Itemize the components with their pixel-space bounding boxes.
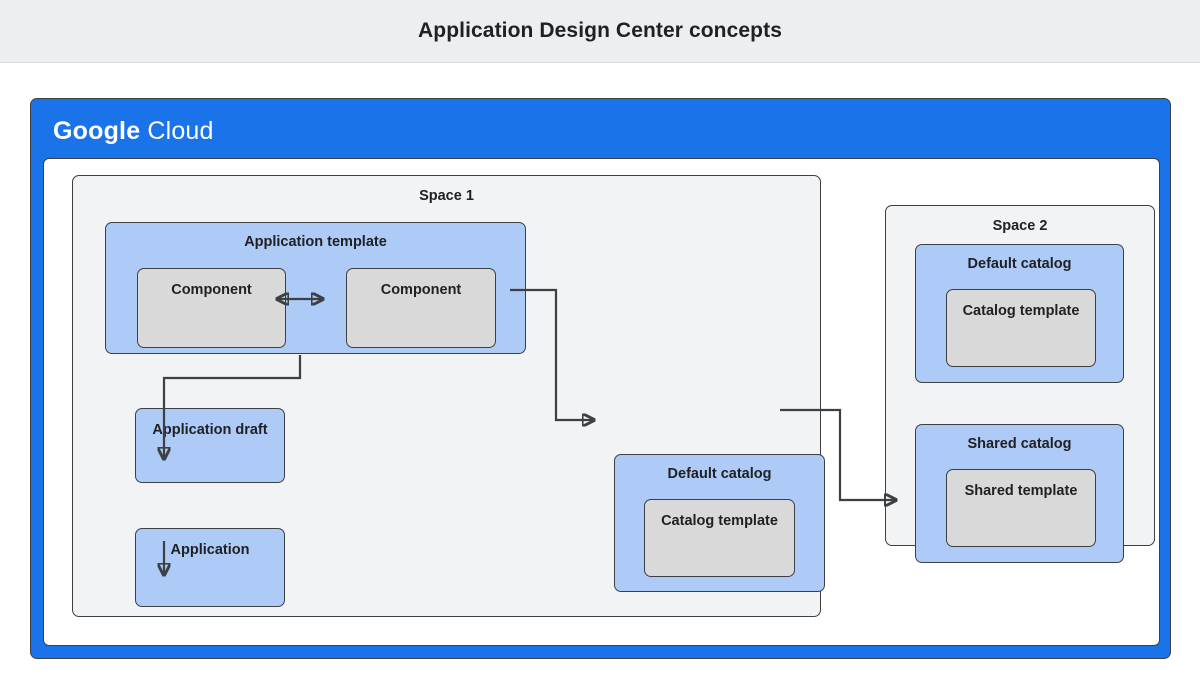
space-1-container: Space 1 Application template Component C… — [72, 175, 825, 617]
catalog-template-space-2-label: Catalog template — [962, 303, 1080, 319]
default-catalog-space-1-label: Default catalog — [667, 466, 772, 482]
title-bar: Application Design Center concepts — [0, 0, 1200, 63]
application-draft-label: Application draft — [152, 422, 268, 438]
space-1-label: Space 1 — [419, 188, 474, 204]
catalog-template-space-1-label: Catalog template — [661, 513, 778, 529]
application-template-label: Application template — [244, 234, 387, 250]
shared-catalog-box: Shared catalog Shared template — [915, 424, 1124, 563]
component-box-1: Component — [137, 268, 286, 348]
default-catalog-space-2-label: Default catalog — [967, 256, 1072, 272]
default-catalog-box-space-1: Default catalog Catalog template — [614, 454, 825, 592]
shared-template-label: Shared template — [964, 483, 1078, 499]
space-2-container: Space 2 Default catalog Catalog template… — [885, 205, 1155, 563]
application-draft-box: Application draft — [135, 408, 285, 483]
space-2-label: Space 2 — [992, 218, 1048, 234]
google-cloud-logo-cloud: Cloud — [147, 117, 214, 145]
application-template-box: Application template Component Component — [105, 222, 526, 354]
default-catalog-box-space-2: Default catalog Catalog template — [915, 244, 1124, 383]
google-cloud-inner-panel: Space 1 Application template Component C… — [43, 158, 1160, 646]
page-title: Application Design Center concepts — [418, 19, 782, 42]
shared-template-box: Shared template — [946, 469, 1096, 547]
component-1-label: Component — [171, 282, 252, 298]
component-box-2: Component — [346, 268, 496, 348]
catalog-template-box-space-1: Catalog template — [644, 499, 795, 577]
google-cloud-logo-google: Google — [53, 117, 141, 145]
component-2-label: Component — [380, 282, 462, 298]
catalog-template-box-space-2: Catalog template — [946, 289, 1096, 367]
shared-catalog-label: Shared catalog — [967, 436, 1072, 452]
application-label: Application — [170, 542, 250, 558]
application-box: Application — [135, 528, 285, 607]
